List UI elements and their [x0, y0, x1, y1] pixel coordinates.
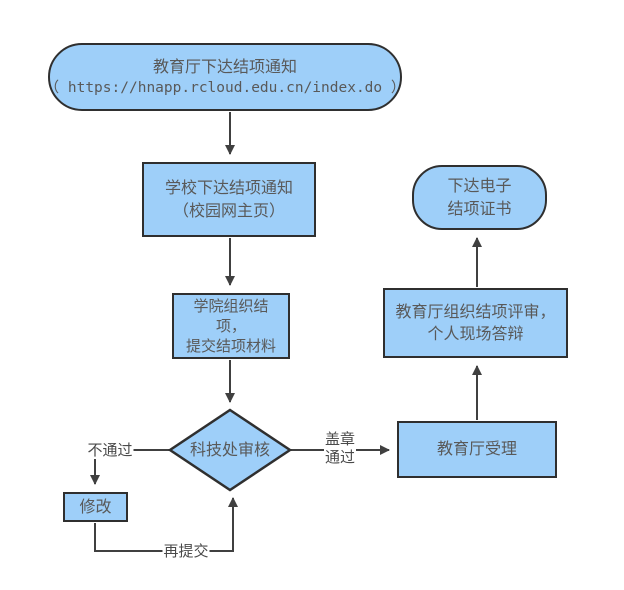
node-edu-notice: 教育厅下达结项通知 （ https://hnapp.rcloud.edu.cn/…	[45, 43, 405, 111]
edge-label-fail: 不通过	[86, 441, 134, 459]
node-edu-review-line2: 个人现场答辩	[427, 324, 524, 343]
node-edu-notice-url: （ https://hnapp.rcloud.edu.cn/index.do ）	[44, 80, 406, 97]
node-edu-notice-title: 教育厅下达结项通知	[152, 56, 297, 76]
edge-label-resubmit: 再提交	[162, 542, 210, 560]
sci-tech-review-diamond	[167, 408, 293, 492]
node-college-organize-line2: 项，	[215, 316, 246, 335]
edge-label-pass: 盖章 通过	[323, 430, 357, 466]
node-modify-label: 修改	[79, 496, 112, 516]
node-edu-accept: 教育厅受理	[397, 421, 557, 478]
node-cert: 下达电子 结项证书	[412, 165, 547, 230]
node-modify: 修改	[63, 492, 128, 522]
node-edu-review-line1: 教育厅组织结项评审，	[395, 301, 556, 321]
edge-label-pass-line2: 通过	[324, 448, 356, 466]
node-college-organize: 学院组织结 项， 提交结项材料	[172, 293, 290, 359]
node-edu-review: 教育厅组织结项评审， 个人现场答辩	[383, 288, 568, 358]
node-school-notice-line2: （校园网主页）	[172, 200, 285, 220]
node-school-notice-line1: 学校下达结项通知	[164, 178, 293, 198]
node-edu-accept-label: 教育厅受理	[436, 439, 517, 459]
edge-label-pass-line1: 盖章	[324, 430, 356, 448]
node-cert-line1: 下达电子	[447, 176, 512, 196]
node-sci-tech-review-label: 科技处审核	[189, 440, 270, 459]
node-college-organize-line3: 提交结项材料	[185, 337, 276, 356]
node-cert-line2: 结项证书	[447, 198, 512, 218]
node-college-organize-line1: 学院组织结	[193, 296, 269, 315]
node-school-notice: 学校下达结项通知 （校园网主页）	[142, 162, 316, 237]
